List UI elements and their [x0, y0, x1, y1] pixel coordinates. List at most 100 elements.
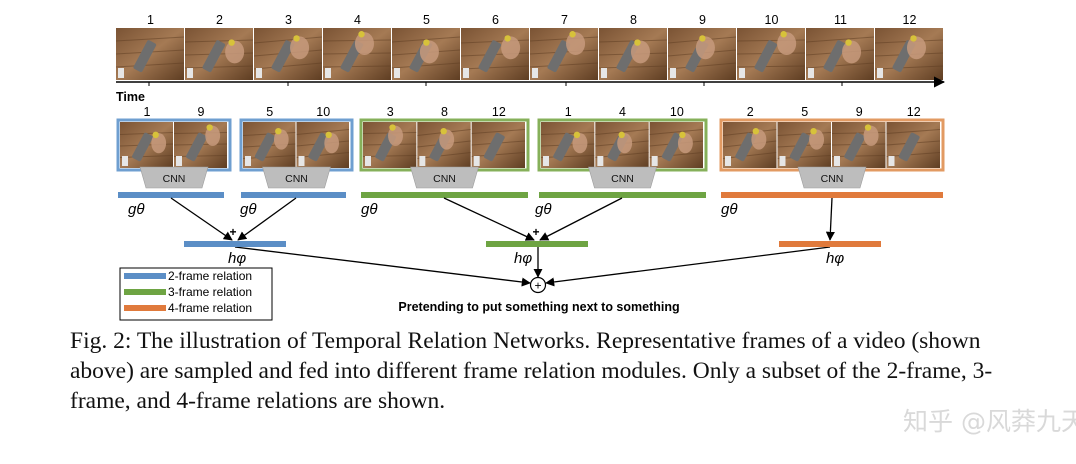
g-theta-bar	[118, 192, 224, 198]
timeline-frame-number: 3	[285, 13, 292, 27]
g-theta-bar	[361, 192, 528, 198]
h-phi-bar	[779, 241, 881, 247]
sampled-frame	[296, 122, 350, 168]
sampled-frame	[417, 122, 471, 168]
connection-arrow	[539, 197, 623, 241]
sampled-frame-number: 1	[144, 105, 151, 119]
timeline-frame	[184, 28, 254, 80]
timeline-frame-number: 7	[561, 13, 568, 27]
cnn-label: CNN	[285, 173, 308, 185]
timeline-frame	[460, 28, 530, 80]
sampled-frame-number: 10	[670, 105, 684, 119]
legend-swatch	[124, 289, 166, 295]
timeline-frame	[874, 28, 944, 80]
sum-node	[529, 276, 547, 294]
sampled-frame	[119, 122, 174, 168]
sampled-frame	[722, 122, 777, 168]
timeline-frame	[391, 28, 461, 80]
time-axis-label: Time	[116, 90, 145, 104]
figure-caption: Fig. 2: The illustration of Temporal Rel…	[70, 328, 993, 414]
timeline-frame-number: 9	[699, 13, 706, 27]
h-phi-label: hφ	[228, 250, 246, 267]
timeline-frame-number: 6	[492, 13, 499, 27]
g-theta-label: gθ	[240, 201, 256, 218]
timeline-frame-strip	[115, 28, 944, 80]
relation-legend: 2-frame relation 3-frame relation 4-frame …	[119, 267, 273, 321]
sampled-frame	[595, 122, 649, 168]
sampled-frame	[471, 122, 526, 168]
sampled-frame-number: 5	[266, 105, 273, 119]
g-theta-bar	[241, 192, 346, 198]
timeline-frame	[736, 28, 806, 80]
timeline-frame-number: 11	[834, 13, 847, 27]
sampled-frame	[242, 122, 296, 168]
sampled-frame-number: 1	[565, 105, 572, 119]
cnn-label: CNN	[611, 173, 634, 185]
g-theta-bar	[721, 192, 943, 198]
cnn-block	[588, 166, 657, 189]
cnn-label: CNN	[821, 173, 844, 185]
connection-arrow	[234, 246, 531, 287]
h-phi-plus: +	[532, 225, 539, 239]
g-theta-label: gθ	[721, 201, 737, 218]
sampled-frame	[649, 122, 704, 168]
timeline-frame-number: 1	[147, 13, 154, 27]
g-theta-label: gθ	[535, 201, 551, 218]
timeline-frame	[322, 28, 392, 80]
sampled-frame-number: 4	[619, 105, 626, 119]
cnn-label: CNN	[163, 173, 186, 185]
connection-arrow	[545, 246, 831, 287]
legend-label: 2-frame relation	[168, 269, 252, 283]
cnn-block	[139, 166, 209, 189]
sum-node-symbol: +	[534, 279, 541, 293]
cnn-block	[410, 166, 479, 189]
sampled-frame-number: 9	[198, 105, 205, 119]
g-theta-label: gθ	[128, 201, 144, 218]
sampled-frame	[173, 122, 228, 168]
timeline-frame	[805, 28, 875, 80]
sampled-frame	[831, 122, 886, 168]
legend-label: 3-frame relation	[168, 285, 252, 299]
h-phi-plus: +	[229, 225, 236, 239]
sampled-frame-number: 3	[387, 105, 394, 119]
timeline-frame-number: 5	[423, 13, 430, 27]
legend-swatch	[124, 273, 166, 279]
sampled-frame-number: 2	[747, 105, 754, 119]
cnn-block	[262, 166, 331, 189]
connection-arrow	[170, 197, 233, 241]
sampled-frame	[540, 122, 595, 168]
h-phi-bar	[184, 241, 286, 247]
timeline-frame	[667, 28, 737, 80]
sampled-frame	[886, 122, 941, 168]
connection-arrow	[825, 197, 835, 241]
connection-arrow	[237, 197, 297, 241]
h-phi-label: hφ	[826, 250, 844, 267]
sampled-frame-number: 5	[801, 105, 808, 119]
watermark: 知乎 @风莽九天	[903, 407, 1076, 436]
timeline-frame-number: 12	[903, 13, 917, 27]
legend-label: 4-frame relation	[168, 301, 252, 315]
sampled-frame-number: 8	[441, 105, 448, 119]
timeline-frame-number: 2	[216, 13, 223, 27]
cnn-label: CNN	[433, 173, 456, 185]
timeline-frame	[598, 28, 668, 80]
g-theta-bar	[539, 192, 706, 198]
timeline-frame	[529, 28, 599, 80]
sampled-frame	[362, 122, 417, 168]
timeline-frame-number: 8	[630, 13, 637, 27]
h-phi-bar	[486, 241, 588, 247]
h-phi-label: hφ	[514, 250, 532, 267]
sampled-frame	[777, 122, 832, 168]
timeline-frame-number: 4	[354, 13, 361, 27]
sampled-frame-number: 10	[316, 105, 330, 119]
timeline-frame-number: 10	[765, 13, 779, 27]
connection-arrow	[443, 197, 535, 241]
legend-swatch	[124, 305, 166, 311]
